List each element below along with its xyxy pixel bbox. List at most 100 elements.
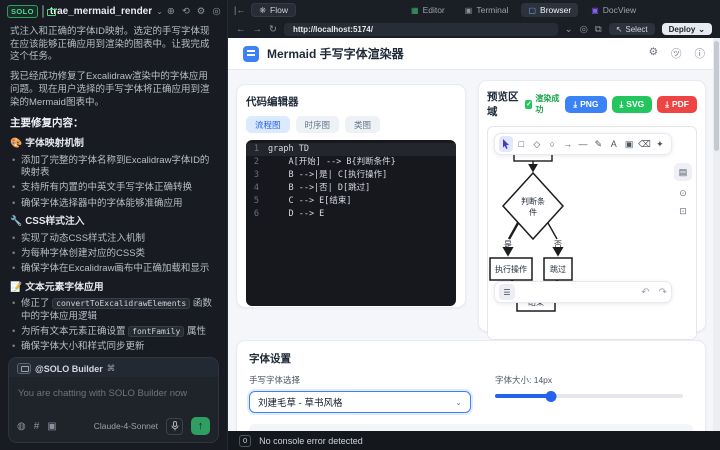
- download-icon: ⤓: [573, 98, 578, 109]
- inline-code: fontFamily: [128, 325, 185, 337]
- download-png-button[interactable]: ⤓PNG: [565, 95, 607, 113]
- context-icon[interactable]: ◍: [17, 420, 26, 432]
- ellipse-tool-icon[interactable]: ○: [549, 139, 555, 149]
- browser-icon: ▢: [528, 5, 537, 15]
- download-icon: ⤓: [619, 98, 624, 109]
- download-pdf-button[interactable]: ⤓PDF: [657, 95, 697, 113]
- node-action: 执行操作: [495, 264, 527, 274]
- chat-messages: 式注入和正确的字体ID映射。选定的手写字体现在应该能够正确应用到渲染的图表中。让…: [0, 22, 227, 352]
- slider-fill: [495, 394, 552, 398]
- list-item: 修正了 convertToExcalidrawElements 函数中的字体应用…: [10, 297, 217, 323]
- draw-tool-icon[interactable]: ✎: [594, 138, 603, 149]
- help-icon[interactable]: ㋡: [671, 48, 682, 60]
- back-icon[interactable]: ←: [236, 23, 246, 35]
- arrow-tool-icon[interactable]: →: [563, 139, 573, 149]
- tab-sequence[interactable]: 时序图: [295, 116, 340, 133]
- history-icon[interactable]: ⟲: [181, 5, 190, 17]
- select-button[interactable]: ↖Select: [608, 23, 655, 35]
- eraser-tool-icon[interactable]: ⌫: [638, 138, 651, 149]
- excalidraw-toolbar: □ ◇ ○ → — ✎ A ▣ ⌫ ✦: [494, 133, 672, 155]
- list-item: 确保字体在Excalidraw画布中正确加载和显示: [10, 263, 217, 276]
- bullet-list: 实现了动态CSS样式注入机制 为每种字体创建对应的CSS类 确保字体在Excal…: [10, 233, 217, 276]
- tab-terminal[interactable]: ▣Terminal: [464, 5, 509, 15]
- gear-icon[interactable]: ⚙: [196, 5, 206, 17]
- microphone-icon[interactable]: [166, 417, 183, 435]
- profile-icon[interactable]: ◎: [212, 5, 221, 17]
- redo-icon[interactable]: ↷: [658, 286, 667, 298]
- lock-icon[interactable]: ⊙: [679, 188, 687, 198]
- text-tool-icon[interactable]: A: [610, 139, 617, 149]
- tab-docview[interactable]: ▣DocView: [591, 5, 637, 15]
- excalidraw-canvas[interactable]: 开始 判断条 件 是 否 执行操作 跳过: [487, 126, 697, 340]
- download-icon: ⤓: [665, 98, 669, 109]
- chat-input[interactable]: [18, 388, 209, 399]
- app-title: Mermaid 手写字体渲染器: [267, 47, 404, 61]
- chevron-down-icon[interactable]: ⌄: [564, 23, 573, 35]
- editor-icon: ▦: [411, 5, 419, 15]
- tab-flowchart[interactable]: 流程图: [246, 116, 290, 133]
- info-icon[interactable]: ⓘ: [694, 48, 706, 60]
- image-tool-icon[interactable]: ▣: [624, 138, 634, 149]
- preview-panel: 预览区域 ✓ 渲染成功 ⤓PNG ⤓SVG ⤓PDF: [478, 80, 706, 340]
- print-icon[interactable]: ⊡: [679, 206, 687, 216]
- chat-composer: @SOLO Builder ⌘ ◍ # ▣ Claude-4-Sonnet ↑: [8, 357, 219, 443]
- font-settings-title: 字体设置: [249, 353, 291, 365]
- tab-browser[interactable]: ▢Browser: [521, 3, 579, 17]
- workbench-topbar: |← ❋ Flow ▦Editor ▣Terminal ▢Browser ▣Do…: [228, 0, 720, 20]
- code-line: 6 D --> E: [253, 209, 325, 219]
- preview-title: 预览区域: [487, 91, 519, 118]
- settings-icon[interactable]: ⚙: [648, 46, 658, 58]
- send-button[interactable]: ↑: [191, 417, 210, 435]
- image-icon[interactable]: ▣: [47, 420, 57, 432]
- page-scrollbar[interactable]: [713, 38, 720, 431]
- shapes-tool-icon[interactable]: ✦: [656, 138, 664, 149]
- download-svg-button[interactable]: ⤓SVG: [611, 95, 653, 113]
- model-selector[interactable]: Claude-4-Sonnet: [93, 421, 158, 431]
- new-chat-icon[interactable]: ⊕: [166, 5, 175, 17]
- scrollbar-thumb[interactable]: [714, 41, 719, 151]
- forward-icon[interactable]: →: [252, 23, 263, 35]
- pointer-tool-icon[interactable]: [499, 136, 513, 152]
- canvas-bottom-bar: ☰ ↶ ↷: [494, 281, 672, 303]
- console-count-badge: 0: [239, 434, 252, 447]
- collapse-panel-icon[interactable]: |←: [234, 5, 246, 15]
- chevron-down-icon: ⌄: [455, 397, 462, 407]
- inspect-icon[interactable]: ◎: [579, 23, 588, 35]
- app-logo-icon: [243, 45, 259, 62]
- undo-icon[interactable]: ↶: [641, 286, 650, 298]
- tab-class[interactable]: 类图: [345, 116, 381, 133]
- project-name[interactable]: trae_mermaid_render: [49, 5, 153, 17]
- device-icon[interactable]: ⧉: [594, 23, 602, 35]
- check-icon: ✓: [525, 99, 533, 109]
- list-item: 支持所有内置的中英文手写字体正确转换: [10, 182, 217, 195]
- flow-button[interactable]: ❋ Flow: [251, 3, 296, 17]
- builder-mode-icon: [41, 4, 56, 18]
- chevron-down-icon[interactable]: ⌄: [156, 6, 163, 16]
- line-tool-icon[interactable]: —: [578, 139, 588, 149]
- reload-icon[interactable]: ↻: [269, 23, 277, 35]
- rectangle-tool-icon[interactable]: □: [518, 139, 525, 149]
- diamond-tool-icon[interactable]: ◇: [533, 138, 541, 149]
- font-select-label: 手写字体选择: [249, 375, 301, 385]
- slider-thumb[interactable]: [545, 390, 557, 402]
- deploy-button[interactable]: Deploy⌄: [661, 23, 712, 35]
- cursor-icon: ↖: [615, 24, 623, 34]
- mention-chip[interactable]: @SOLO Builder ⌘: [17, 363, 115, 374]
- chat-paragraph: 我已经成功修复了Excalidraw渲染中的字体应用问题。现在用户选择的手写字体…: [10, 71, 210, 108]
- library-icon[interactable]: ▤: [674, 163, 692, 181]
- tab-editor[interactable]: ▦Editor: [411, 5, 445, 15]
- section-title: 🎨字体映射机制: [10, 138, 84, 150]
- hash-icon[interactable]: #: [33, 420, 40, 432]
- font-size-slider[interactable]: [495, 390, 683, 402]
- url-input[interactable]: [283, 22, 558, 36]
- terminal-icon: ▣: [464, 5, 473, 15]
- bullet-list: 添加了完整的字体名称到Excalidraw字体ID的映射表 支持所有内置的中英文…: [10, 155, 217, 211]
- list-item: 为所有文本元素正确设置 fontFamily 属性: [10, 325, 217, 339]
- inline-code: convertToExcalidrawElements: [52, 297, 191, 309]
- menu-icon[interactable]: ☰: [499, 284, 515, 300]
- browser-urlbar: ← → ↻ ⌄ ◎ ⧉ ↖Select Deploy⌄: [228, 20, 720, 38]
- console-statusbar: 0 No console error detected: [228, 431, 720, 450]
- font-select[interactable]: 刘建毛草 - 草书风格 ⌄: [249, 391, 471, 413]
